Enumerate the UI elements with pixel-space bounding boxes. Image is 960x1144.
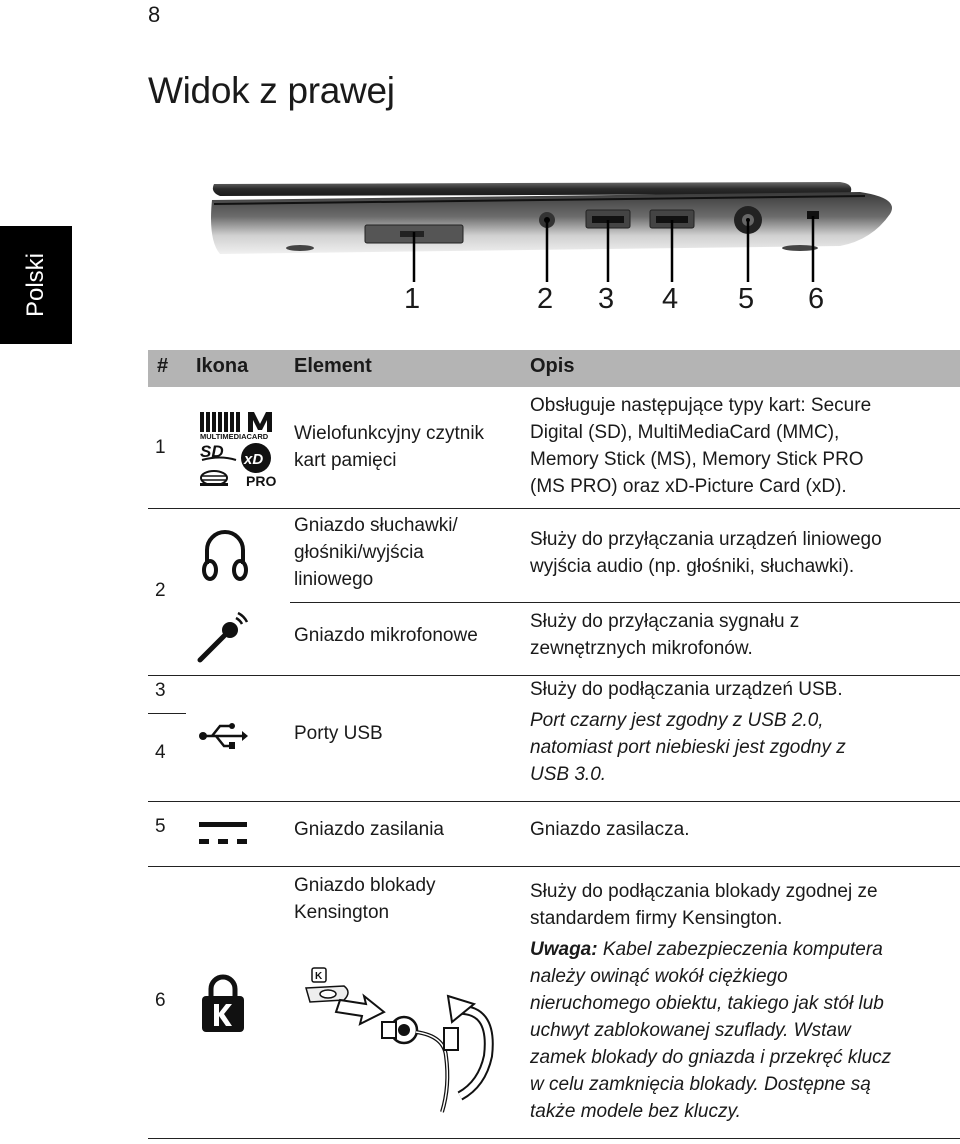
svg-text:MULTIMEDIACARD: MULTIMEDIACARD <box>200 432 269 441</box>
language-tab: Polski <box>0 226 72 344</box>
callout-4: 4 <box>662 283 679 315</box>
row-4-number: 4 <box>155 742 166 763</box>
callout-6: 6 <box>808 283 825 315</box>
kensington-lock-icon <box>200 974 246 1034</box>
row-split-divider <box>148 713 186 714</box>
usb-icon <box>198 721 248 751</box>
row-kensington-element: Gniazdo blokady Kensington <box>294 875 436 923</box>
sd-icon: SD <box>200 442 237 461</box>
row-divider <box>290 602 960 603</box>
row-kensington-description: Służy do podłączania blokady zgodnej ze … <box>530 881 892 1122</box>
xd-icon: xD <box>241 443 271 473</box>
svg-text:SD: SD <box>200 442 224 461</box>
row-divider <box>148 866 960 867</box>
laptop-right-side-illustration <box>200 170 900 290</box>
table-header <box>148 350 960 387</box>
row-usb-description: Służy do podłączania urządzeń USB. Port … <box>530 679 846 785</box>
callout-5: 5 <box>738 283 755 315</box>
callout-2: 2 <box>537 283 554 315</box>
row-3-number: 3 <box>155 680 166 701</box>
row-5-number: 5 <box>155 816 166 837</box>
row-1-number: 1 <box>155 437 166 458</box>
svg-text:PRO: PRO <box>246 473 276 489</box>
row-usb-element: Porty USB <box>294 723 383 744</box>
callout-1: 1 <box>404 283 421 315</box>
svg-text:xD: xD <box>243 451 263 468</box>
memory-stick-pro-icon: PRO <box>200 470 276 489</box>
row-1-description: Obsługuje następujące typy kart: Secure … <box>530 395 872 497</box>
note-label: Uwaga: <box>530 939 598 960</box>
language-tab-label: Polski <box>22 252 49 318</box>
kensington-lock-illustration: K <box>304 966 504 1116</box>
row-1-element: Wielofunkcyjny czytnik kart pamięci <box>294 423 485 471</box>
multimediacard-icon: MULTIMEDIACARD <box>200 412 272 441</box>
kensington-note: Uwaga: Kabel zabezpieczenia komputera <box>530 939 883 960</box>
row-dc-element: Gniazdo zasilania <box>294 819 444 840</box>
row-divider <box>148 675 960 676</box>
row-2-element: Gniazdo słuchawki/ głośniki/wyjścia lini… <box>294 515 458 590</box>
row-2-number: 2 <box>155 580 166 601</box>
page-number: 8 <box>148 2 161 27</box>
header-element: Element <box>294 355 372 377</box>
microphone-icon <box>196 612 250 664</box>
headphones-icon <box>201 526 249 582</box>
header-description: Opis <box>530 355 575 377</box>
callout-3: 3 <box>598 283 615 315</box>
row-mic-element: Gniazdo mikrofonowe <box>294 625 478 646</box>
page-title: Widok z prawej <box>148 70 395 111</box>
svg-text:K: K <box>315 971 323 982</box>
header-icon: Ikona <box>196 355 249 377</box>
header-number: # <box>157 355 169 377</box>
memory-card-logos: MULTIMEDIACARD SD xD PRO <box>198 410 278 490</box>
dc-power-icon <box>199 822 247 848</box>
row-divider <box>148 508 960 509</box>
row-2-description: Służy do przyłączania urządzeń liniowego… <box>530 529 882 577</box>
row-dc-description: Gniazdo zasilacza. <box>530 819 690 840</box>
row-6-number: 6 <box>155 990 166 1011</box>
row-divider <box>148 801 960 802</box>
row-divider <box>148 1138 960 1139</box>
row-mic-description: Służy do przyłączania sygnału z zewnętrz… <box>530 611 800 659</box>
